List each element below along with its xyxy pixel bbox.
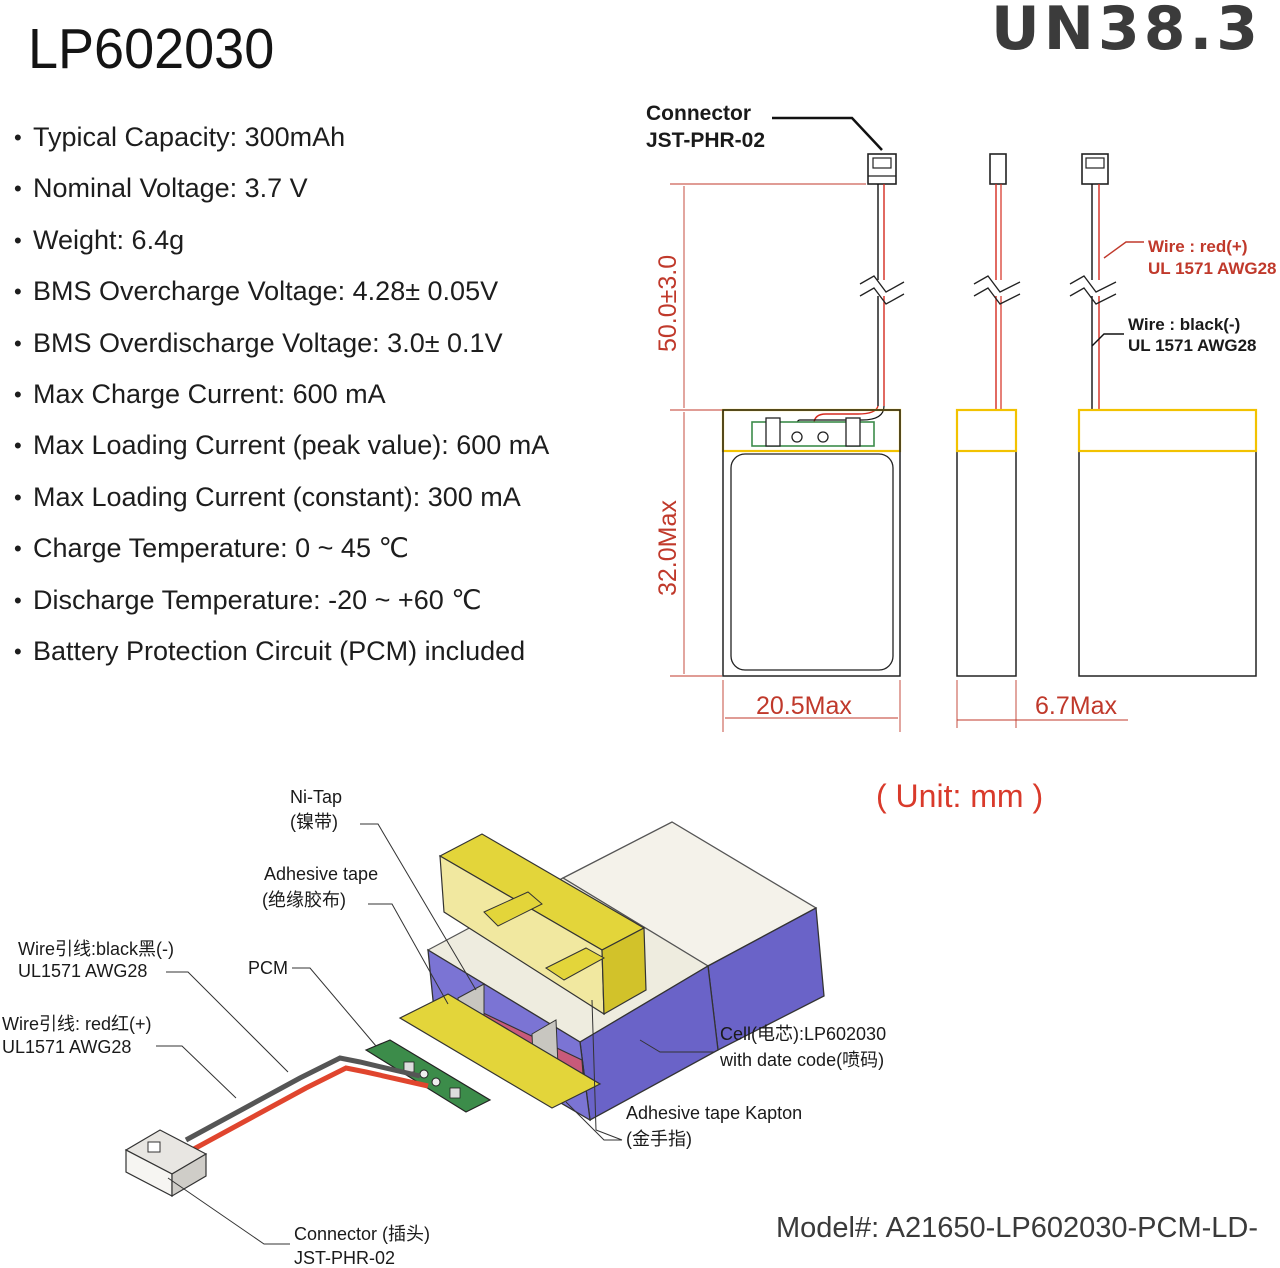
height-dimension: 32.0Max [654,500,682,596]
model-number: Model#: A21650-LP602030-PCM-LD- [776,1212,1258,1244]
cell-label: Cell(电芯):LP602030 [720,1024,886,1044]
ni-tap-label: Ni-Tap [290,787,342,807]
wire-black-spec: UL1571 AWG28 [18,961,147,981]
connector-label: Connector [646,102,751,125]
spec-item: •BMS Overdischarge Voltage: 3.0± 0.1V [14,327,503,358]
kapton-tape [398,993,602,1109]
certification-mark: UN38.3 [991,0,1262,64]
side-view: 6.7Max [955,153,1128,728]
ni-tap-label-cn: (镍带) [290,812,338,832]
cell-date-code-label: with date code(喷码) [719,1050,884,1070]
wire-red-spec: UL1571 AWG28 [2,1037,131,1057]
spec-item: •Weight: 6.4g [14,224,185,255]
spec-item: •Charge Temperature: 0 ~ 45 ℃ [14,533,409,564]
kapton-label: Adhesive tape Kapton [626,1103,802,1123]
adhesive-tape-label-cn: (绝缘胶布) [262,890,346,910]
wire-red-spec: UL 1571 AWG28 [1148,259,1277,278]
pcm-board [364,1039,492,1113]
connector-part-label: JST-PHR-02 [646,129,765,152]
spec-item: •BMS Overcharge Voltage: 4.28± 0.05V [14,276,499,307]
pcm-label: PCM [248,958,288,978]
unit-note: ( Unit: mm ) [876,778,1044,814]
spec-list: •Typical Capacity: 300mAh •Nominal Volta… [14,112,549,677]
spec-item: •Typical Capacity: 300mAh [14,122,346,152]
spec-item: •Max Loading Current (constant): 300 mA [14,481,521,512]
thickness-dimension: 6.7Max [1035,692,1117,720]
kapton-label-cn: (金手指) [626,1129,692,1149]
wire-black-spec: UL 1571 AWG28 [1128,336,1257,355]
adhesive-tape-label: Adhesive tape [264,864,378,884]
cell-front-outline [722,409,901,677]
wire-black-label: Wire引线:black黑(-) [18,939,174,959]
width-dimension: 20.5Max [756,692,852,720]
spec-item: •Nominal Voltage: 3.7 V [14,173,308,204]
wire-black-label: Wire : black(-) [1128,315,1240,334]
wire-length-dimension: 50.0±3.0 [654,255,682,352]
adhesive-tape [438,833,647,1016]
front-view: 50.0±3.0 32.0Max 20.5Max [654,153,905,732]
wire-red-label: Wire : red(+) [1148,237,1248,256]
page-title: LP602030 [28,17,275,81]
spec-item: •Discharge Temperature: -20 ~ +60 ℃ [14,584,482,615]
connector-shape [124,1129,208,1198]
spec-item: •Battery Protection Circuit (PCM) includ… [14,635,526,666]
connector-label: Connector (插头) [294,1224,430,1244]
spec-item: •Max Charge Current: 600 mA [14,378,386,409]
spec-item: •Max Loading Current (peak value): 600 m… [14,430,550,461]
connector-leader [772,116,883,151]
rear-view: Wire : red(+) UL 1571 AWG28 Wire : black… [1069,153,1277,677]
wire-red-label: Wire引线: red红(+) [2,1014,152,1034]
connector-part-label: JST-PHR-02 [294,1248,395,1268]
